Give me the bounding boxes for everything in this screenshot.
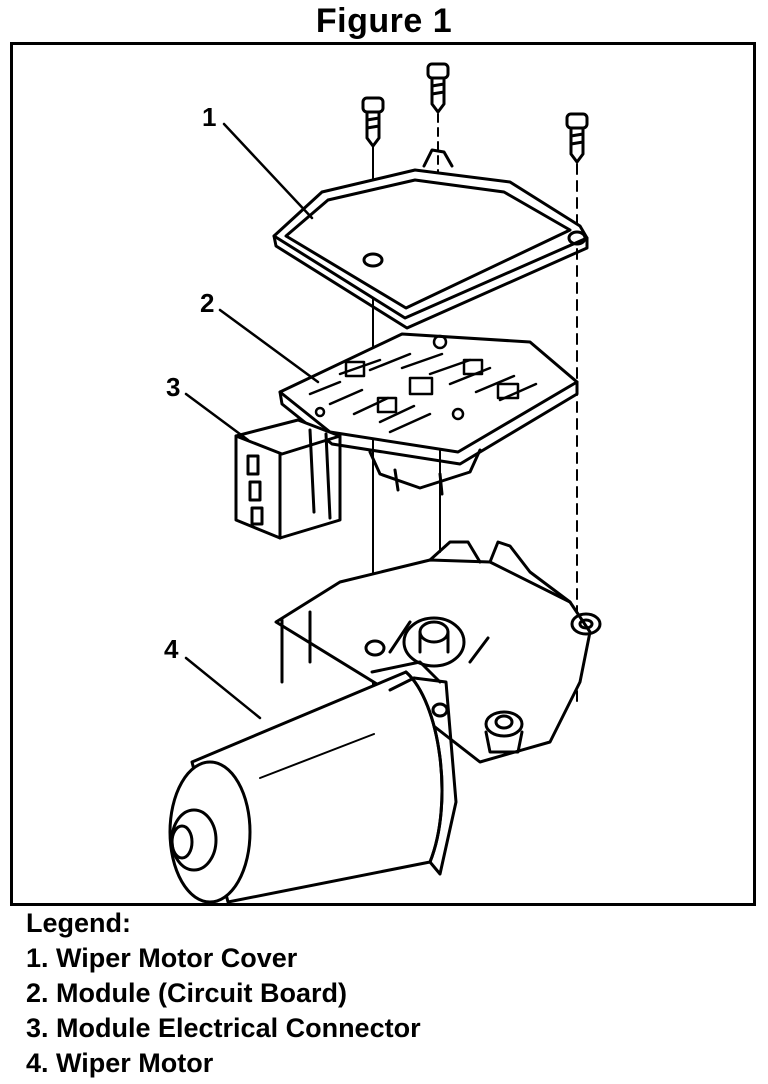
legend-item-3: 3. Module Electrical Connector [26, 1013, 421, 1043]
callout-2: 2 [200, 288, 214, 318]
legend-item-1: 1. Wiper Motor Cover [26, 943, 298, 973]
exploded-diagram: 1 2 3 4 [164, 62, 602, 904]
legend-item-2: 2. Module (Circuit Board) [26, 978, 348, 1008]
figure-frame [10, 42, 756, 906]
module-electrical-connector [234, 418, 342, 540]
callout-1: 1 [202, 102, 216, 132]
legend-item-4: 4. Wiper Motor [26, 1048, 214, 1078]
callout-4: 4 [164, 634, 179, 664]
screw-center [426, 62, 450, 114]
callout-3: 3 [166, 372, 180, 402]
screw-right [565, 112, 589, 164]
screw-left [361, 96, 385, 148]
wiper-motor [168, 540, 602, 904]
circuit-board-module [278, 332, 579, 496]
figure-title: Figure 1 [315, 2, 453, 40]
wiper-motor-cover [272, 148, 589, 330]
legend: Legend: 1. Wiper Motor Cover 2. Module (… [26, 906, 421, 1081]
legend-heading: Legend: [26, 908, 131, 938]
leader-lines [184, 122, 320, 720]
